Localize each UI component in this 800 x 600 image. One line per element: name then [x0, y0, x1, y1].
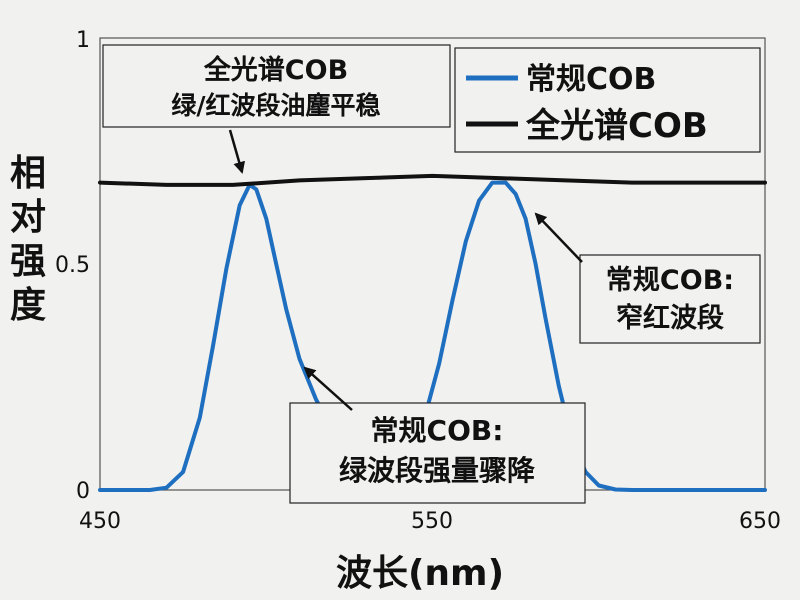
annotation-box-green-drop — [289, 402, 586, 504]
y-axis-label-char: 相 — [10, 153, 46, 194]
legend-label-regular-cob: 常规COB — [526, 62, 656, 97]
x-tick-label-0: 450 — [79, 509, 121, 534]
annotation-full-spectrum-line2: 绿/红波段油麈平稳 — [171, 91, 380, 120]
annotation-narrow-red-line2: 窄红波段 — [616, 302, 724, 334]
annotation-green-drop-line2: 绿波段强量骤降 — [339, 454, 536, 487]
y-axis-label-char: 对 — [10, 197, 46, 238]
annotation-box-narrow-red — [579, 254, 761, 344]
annotation-narrow-red-line1: 常规COB: — [606, 265, 734, 296]
y-axis-label-char: 度 — [10, 285, 46, 326]
annotation-arrow-green-drop — [303, 366, 353, 411]
x-axis-label: 波长(nm) — [336, 553, 504, 594]
legend-label-full-spectrum-cob: 全光谱COB — [525, 106, 708, 146]
y-tick-label-2: 1 — [76, 28, 90, 53]
annotation-green-drop-line1: 常规COB: — [371, 414, 504, 447]
y-axis-label: 相对强度 — [10, 153, 46, 326]
series-line-full-spectrum-cob — [98, 173, 767, 187]
y-tick-label-0: 0 — [76, 479, 90, 504]
y-axis-label-char: 强 — [10, 241, 46, 282]
legend-box — [454, 47, 761, 153]
y-tick-label-1: 0.5 — [55, 253, 90, 278]
x-tick-label-1: 550 — [411, 509, 453, 534]
annotation-arrow-full-spectrum — [228, 129, 246, 174]
x-tick-label-2: 650 — [739, 509, 781, 534]
annotation-full-spectrum-line1: 全光谱COB — [203, 54, 348, 86]
annotation-arrow-narrow-red — [534, 212, 583, 263]
annotation-box-full-spectrum — [102, 44, 451, 128]
